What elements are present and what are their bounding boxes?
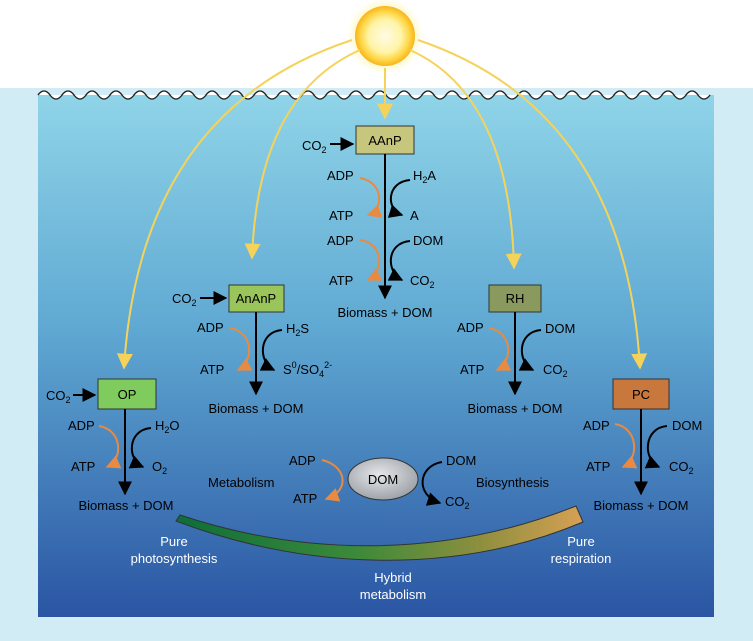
wave-crest bbox=[37, 90, 711, 100]
rh-module: RH ADP DOM ATP CO2 Biomass + DOM bbox=[457, 284, 575, 416]
sun-icon bbox=[355, 6, 415, 66]
pc-module: PC ADP DOM ATP CO2 Biomass + DOM bbox=[583, 378, 702, 513]
pc-atp: ATP bbox=[586, 459, 610, 474]
pc-dom: DOM bbox=[672, 418, 702, 433]
rh-box bbox=[488, 284, 542, 313]
ananp-s-so4: S0/SO42- bbox=[283, 360, 332, 379]
ray-ananp bbox=[244, 49, 361, 260]
sun-rays bbox=[116, 39, 648, 370]
aanp-dom: DOM bbox=[413, 233, 443, 248]
aanp-output: Biomass + DOM bbox=[338, 305, 433, 320]
dom-ellipse bbox=[347, 457, 419, 501]
op-co2-in: CO2 bbox=[46, 388, 71, 405]
op-module: OP CO2 ADP H2O ATP O2 Biomass + DOM bbox=[46, 378, 180, 513]
op-h2o: H2O bbox=[155, 418, 180, 435]
rh-label: RH bbox=[506, 291, 525, 306]
dom-label: DOM bbox=[368, 472, 398, 487]
center-dom-in: DOM bbox=[446, 453, 476, 468]
aanp-module: AAnP CO2 ADP H2A ATP A ADP DOM ATP CO2 B… bbox=[302, 125, 443, 320]
metabolism-spectrum-band bbox=[175, 505, 584, 561]
op-adp: ADP bbox=[68, 418, 95, 433]
aanp-co2-out: CO2 bbox=[410, 273, 435, 290]
spectrum-labels: Pure photosynthesis Pure respiration Hyb… bbox=[131, 534, 612, 602]
metabolism-label: Metabolism bbox=[208, 475, 274, 490]
center-co2-out: CO2 bbox=[445, 494, 470, 511]
ananp-h2s: H2S bbox=[286, 321, 309, 338]
rh-atp: ATP bbox=[460, 362, 484, 377]
pc-adp: ADP bbox=[583, 418, 610, 433]
center-dom-module: DOM ADP ATP DOM CO2 Metabolism Biosynthe… bbox=[208, 453, 549, 511]
ray-pc bbox=[417, 39, 648, 370]
op-label: OP bbox=[118, 387, 137, 402]
aanp-atp-2: ATP bbox=[329, 273, 353, 288]
pc-output: Biomass + DOM bbox=[594, 498, 689, 513]
rh-adp: ADP bbox=[457, 320, 484, 335]
rh-co2-out: CO2 bbox=[543, 362, 568, 379]
op-box bbox=[97, 378, 157, 410]
ray-op bbox=[116, 39, 353, 370]
op-atp: ATP bbox=[71, 459, 95, 474]
op-o2-out: O2 bbox=[152, 459, 167, 476]
ocean-body bbox=[38, 95, 714, 617]
pc-label: PC bbox=[632, 387, 650, 402]
hybrid-metabolism-line-1: Hybrid bbox=[374, 570, 412, 585]
hybrid-metabolism-line-2: metabolism bbox=[360, 587, 426, 602]
ananp-output: Biomass + DOM bbox=[209, 401, 304, 416]
ananp-module: AnAnP CO2 ADP H2S ATP S0/SO42- Biomass +… bbox=[172, 284, 332, 416]
aanp-adp-1: ADP bbox=[327, 168, 354, 183]
aanp-box bbox=[355, 125, 415, 155]
aanp-a-out: A bbox=[410, 208, 419, 223]
ray-rh bbox=[409, 49, 522, 270]
aanp-co2-in: CO2 bbox=[302, 138, 327, 155]
pure-respiration-line-2: respiration bbox=[551, 551, 612, 566]
biosynthesis-label: Biosynthesis bbox=[476, 475, 549, 490]
aanp-h2a: H2A bbox=[413, 168, 436, 185]
aanp-adp-2: ADP bbox=[327, 233, 354, 248]
rh-output: Biomass + DOM bbox=[468, 401, 563, 416]
ananp-box bbox=[228, 284, 285, 313]
ananp-co2-in: CO2 bbox=[172, 291, 197, 308]
aanp-atp-1: ATP bbox=[329, 208, 353, 223]
pure-photosynthesis-line-2: photosynthesis bbox=[131, 551, 218, 566]
ananp-label: AnAnP bbox=[236, 291, 276, 306]
center-atp: ATP bbox=[293, 491, 317, 506]
aanp-label: AAnP bbox=[368, 133, 401, 148]
ananp-adp: ADP bbox=[197, 320, 224, 335]
pc-box bbox=[612, 378, 670, 410]
center-adp: ADP bbox=[289, 453, 316, 468]
rh-dom: DOM bbox=[545, 321, 575, 336]
pure-respiration-line-1: Pure bbox=[567, 534, 594, 549]
op-output: Biomass + DOM bbox=[79, 498, 174, 513]
pc-co2-out: CO2 bbox=[669, 459, 694, 476]
ananp-atp: ATP bbox=[200, 362, 224, 377]
pure-photosynthesis-line-1: Pure bbox=[160, 534, 187, 549]
